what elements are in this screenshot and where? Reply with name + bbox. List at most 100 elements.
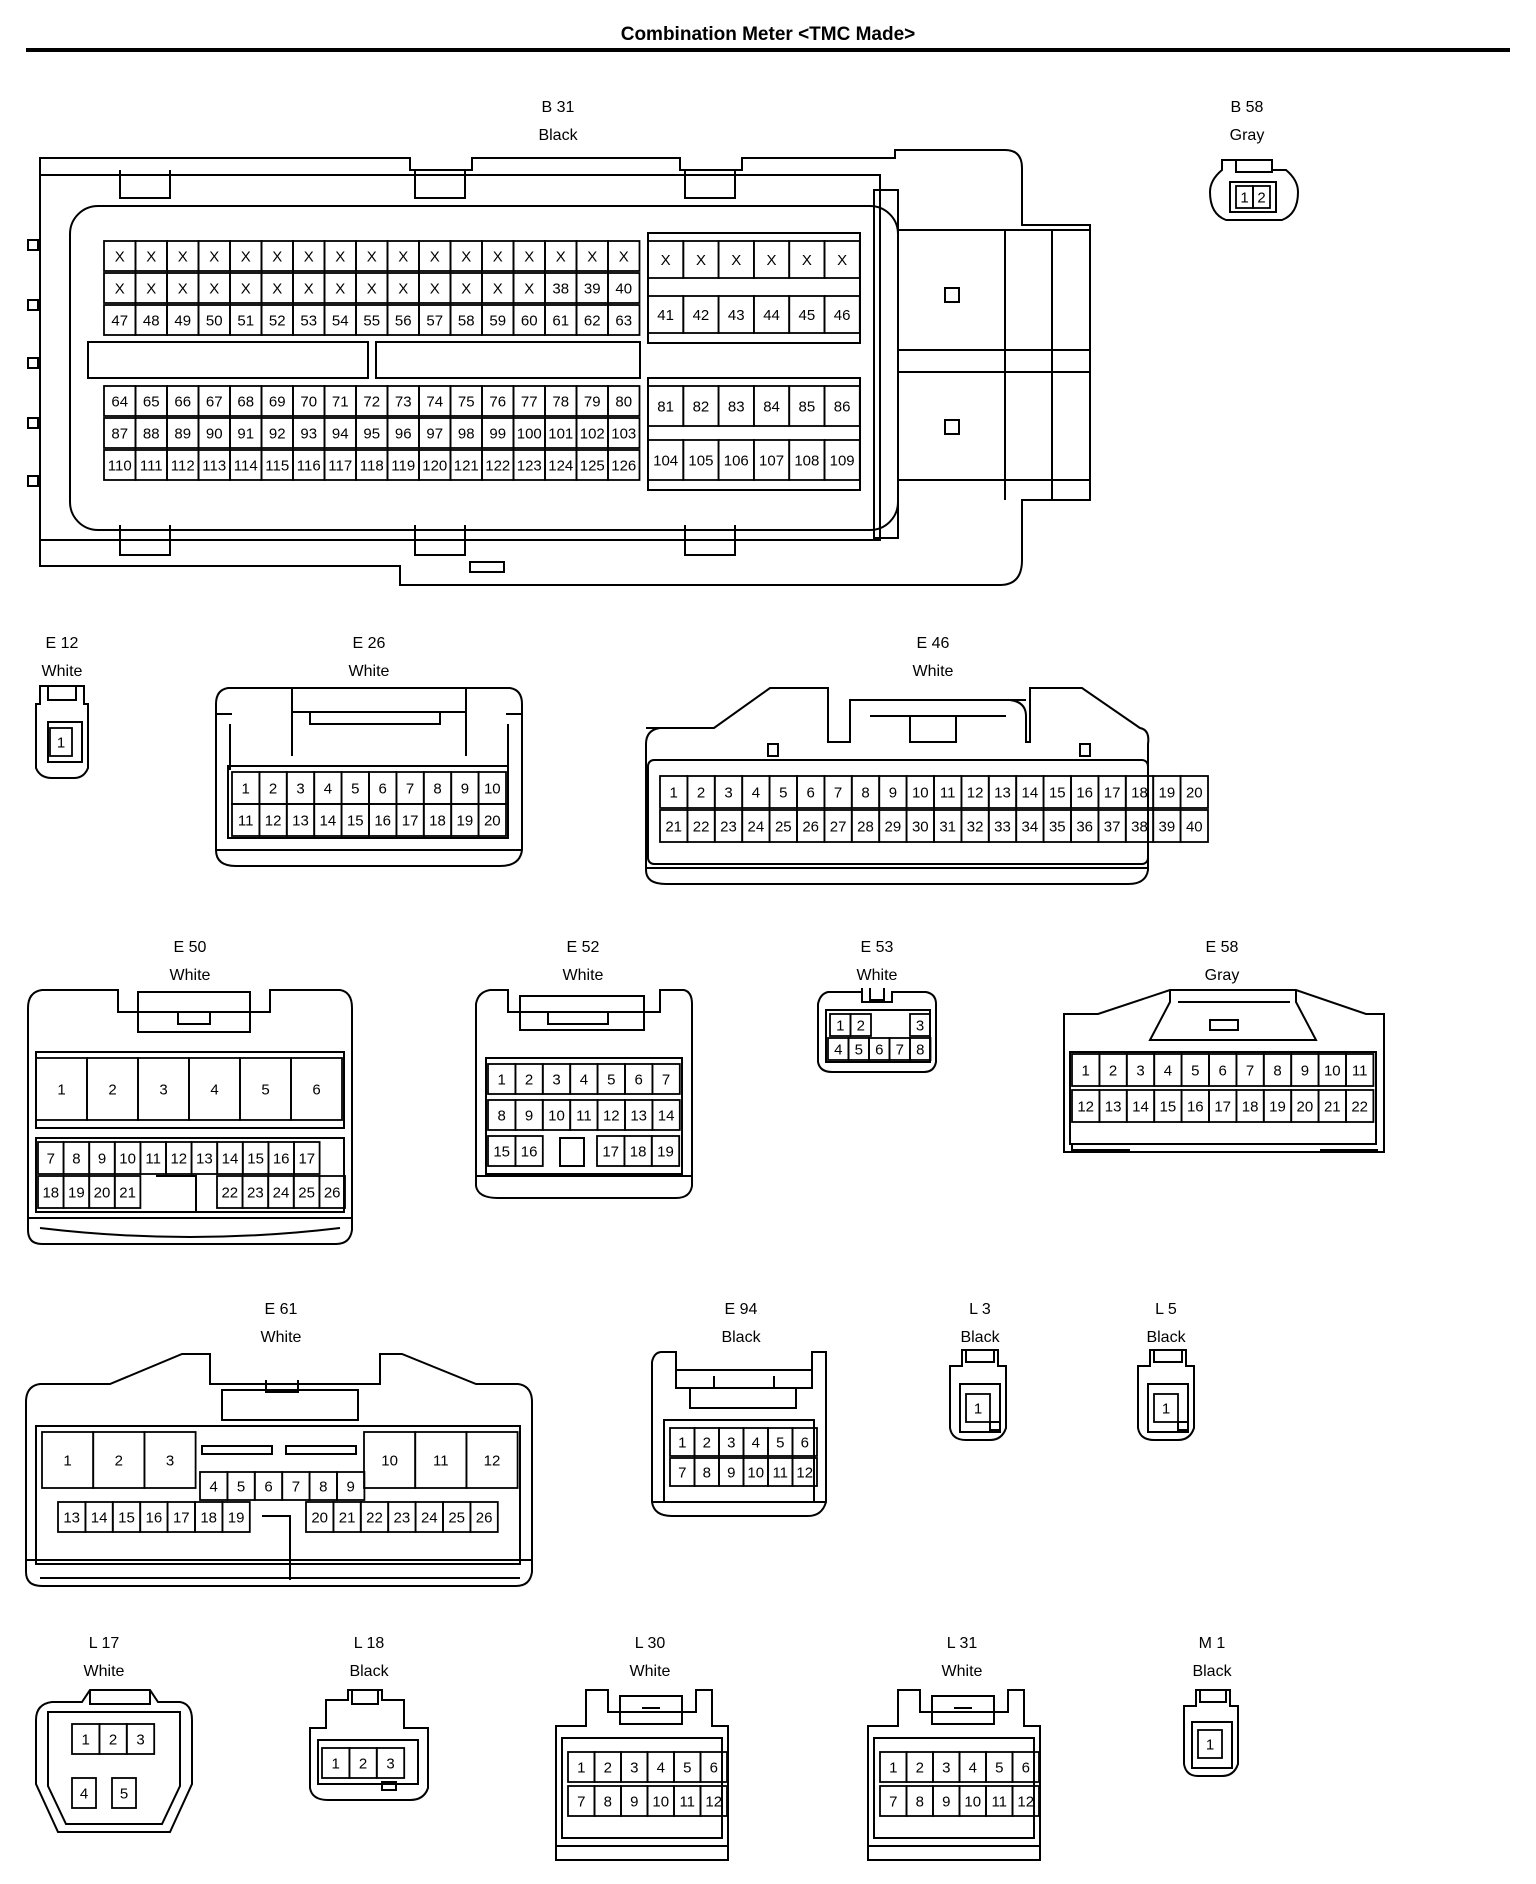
pin-number: 6 [1022,1760,1030,1777]
pin-number: 4 [752,785,760,802]
pin-number: 10 [912,785,929,802]
pin-number: 11 [576,1108,592,1125]
pin-number: 15 [118,1510,135,1527]
pin-number: 4 [210,1082,218,1099]
pin-number: 52 [269,313,286,330]
pin-number: 4 [969,1760,977,1777]
pin-number: 3 [727,1435,735,1452]
l5-cavity [1147,1383,1189,1433]
pin-number: 17 [1214,1099,1231,1116]
pin-number: 8 [1273,1063,1281,1080]
pin-number: 9 [1301,1063,1309,1080]
pin-number: 99 [489,426,506,443]
m1-cavity [1191,1721,1233,1769]
unused-pin-mark: X [272,281,282,298]
pin-number: 85 [799,399,816,416]
pin-number: 16 [146,1510,163,1527]
pin-number: 7 [1246,1063,1254,1080]
pin-number: 1 [678,1435,686,1452]
connector-color-l30: White [630,1663,671,1680]
pin-number: 6 [710,1760,718,1777]
pin-number: 2 [857,1018,865,1035]
pin-cell [791,1427,818,1457]
pin-number: 1 [577,1760,585,1777]
e58-base [1071,1144,1378,1151]
e26-ribs [216,713,522,770]
pin-cell [849,1013,872,1037]
pin-number: 6 [379,781,387,798]
pin-number: 6 [264,1479,272,1496]
pin-cell [1011,1751,1040,1783]
pin-number: 19 [68,1185,85,1202]
pin-cell [607,272,641,304]
pin-cell [823,295,861,334]
pin-cell [113,1175,142,1209]
pin-number: 12 [484,1453,501,1470]
pin-number: 67 [206,394,223,411]
pin-number: 4 [210,1479,218,1496]
pin-number: 59 [489,313,506,330]
pin-number: 47 [111,313,128,330]
e61-slot [201,1445,273,1455]
pin-number: 25 [448,1510,465,1527]
pin-number: 101 [548,426,573,443]
pin-cell [607,304,641,336]
connector-code-l17: L 17 [89,1635,120,1652]
pin-number: 65 [143,394,160,411]
pin-number: 10 [964,1794,981,1811]
l18-key [381,1781,397,1791]
e26-latch [291,688,467,756]
pin-number: 50 [206,313,223,330]
pin-number: 19 [228,1510,245,1527]
pin-number: 6 [312,1082,320,1099]
pin-number: 5 [683,1760,691,1777]
pin-number: 2 [1257,190,1265,207]
pin-number: 25 [775,819,792,836]
unused-pin-mark: X [241,249,251,266]
connector-color-b58: Gray [1230,127,1265,144]
connector-code-l31: L 31 [947,1635,978,1652]
unused-pin-mark: X [335,249,345,266]
unused-pin-mark: X [493,281,503,298]
unused-pin-mark: X [837,252,847,269]
connector-code-e52: E 52 [567,939,600,956]
pin-number: 16 [521,1144,538,1161]
b31-latch-bar [873,189,899,539]
pin-number: 34 [1022,819,1039,836]
connector-code-l5: L 5 [1155,1301,1177,1318]
pin-cell [49,727,73,757]
pin-cell [125,1723,156,1755]
e94-latch [676,1369,812,1409]
pin-number: 1 [889,1760,897,1777]
b31-side-tab [27,239,39,251]
e61-base [26,1559,532,1579]
pin-number: 3 [1136,1063,1144,1080]
connector-code-l3: L 3 [969,1301,991,1318]
pin-number: 18 [1131,785,1148,802]
pin-number: 4 [80,1786,88,1803]
pin-number: 74 [426,394,443,411]
l5-latch [1153,1349,1183,1363]
pin-number: 28 [857,819,874,836]
e61-housing [25,1353,533,1587]
pin-number: 22 [693,819,710,836]
pin-number: 11 [772,1465,788,1482]
pin-number: 18 [42,1185,59,1202]
pin-number: 13 [196,1151,213,1168]
pin-number: 4 [580,1072,588,1089]
pin-number: 33 [994,819,1011,836]
pin-number: 5 [120,1786,128,1803]
pin-number: 7 [406,781,414,798]
pin-number: 13 [994,785,1011,802]
l30-housing [555,1689,729,1861]
pin-number: 10 [548,1108,565,1125]
pin-number: 46 [834,307,851,324]
unused-pin-mark: X [767,252,777,269]
pin-number: 79 [584,394,601,411]
pin-number: 57 [426,313,443,330]
pin-number: 9 [630,1794,638,1811]
pin-number: 12 [796,1465,813,1482]
pin-cell [1252,185,1271,209]
connector-code-b31: B 31 [542,99,575,116]
connector-color-l17: White [84,1663,125,1680]
